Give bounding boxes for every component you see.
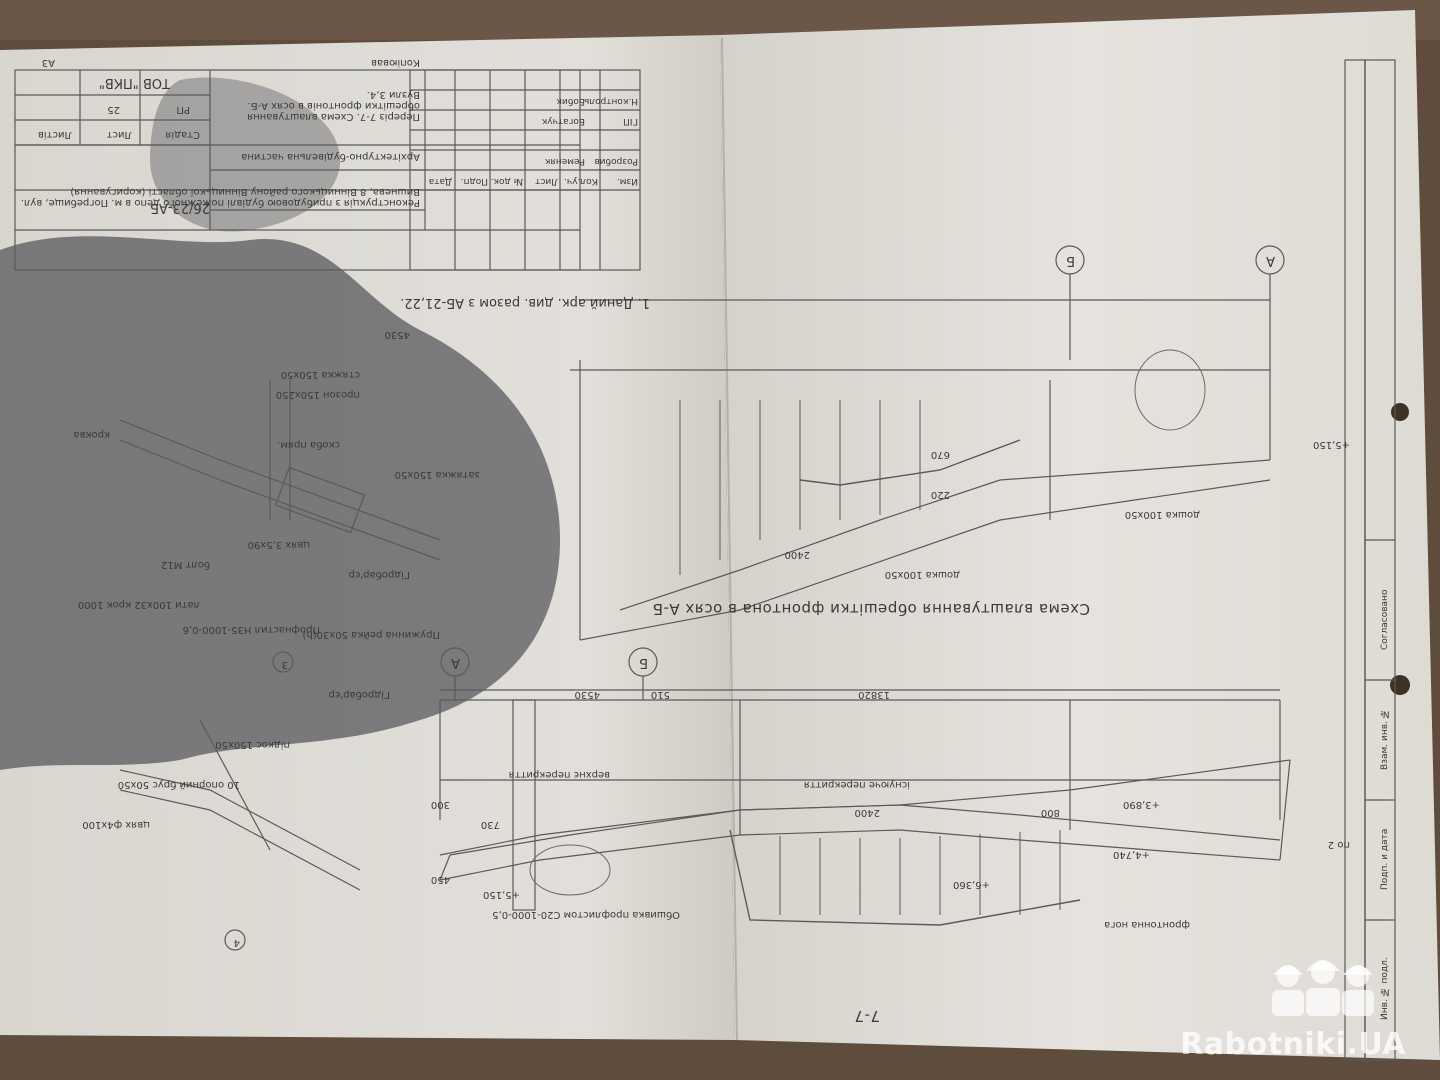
callout-obshyvka: Обшивка профлистом С20-1000-0,5 (492, 909, 680, 920)
staff-name: Ременяк (544, 156, 585, 166)
callout-profnastyl: Профнастил Н35-1000-0,6 (182, 624, 320, 635)
dim-label: 450 (430, 874, 450, 885)
callout-pidkos: підкос 150х50 (215, 739, 290, 750)
stage-header: Стадія (165, 129, 200, 140)
callout-styazhka: стяжка 150х50 (280, 369, 360, 380)
callout-isnuiuche: існуюче перекриття (803, 779, 910, 790)
dim-label: 2400 (784, 549, 810, 560)
dim-label: 4530 (574, 689, 600, 700)
callout-fronton: фронтонна нога (1104, 919, 1190, 930)
table-header: Изм. (616, 176, 638, 186)
table-header: № док. (490, 176, 523, 186)
table-header: Лист (535, 176, 558, 186)
table-header: Кол.уч. (563, 176, 598, 186)
dim-label: 730 (480, 819, 500, 830)
elevation: +4,740 (1112, 849, 1150, 860)
schema-title: Схема влаштування обрешітки фронтона в о… (652, 600, 1090, 618)
staff-name: Богатчук (541, 116, 585, 126)
hand-shadow (0, 236, 560, 770)
side-stamp: Инв. № подл. (1380, 957, 1390, 1020)
axis-label: Б (639, 655, 648, 670)
callout-doshka: дошка 100х50 (1124, 509, 1200, 520)
callout-laty: лати 100х32 крок 1000 (77, 599, 200, 610)
company-name: ТОВ "ПКВ" (98, 75, 170, 90)
sheet-title: Переріз 7-7. Схема влаштування обрешітки… (247, 89, 420, 122)
staff-role: Розробив (594, 156, 638, 166)
table-header: Подп. (460, 176, 488, 186)
dim-label: 800 (1040, 807, 1060, 818)
callout-bolt: болт М12 (160, 559, 210, 570)
section-label: 7-7 (854, 1007, 880, 1025)
stage-value: РП (176, 104, 190, 115)
callout-hidrobar: Гідробар'єр (348, 569, 410, 580)
dim-label: 2400 (854, 807, 880, 818)
format: А3 (41, 57, 55, 68)
workers-logo-icon (1272, 960, 1374, 1016)
watermark-text: Rabotniki.UA (1180, 1027, 1406, 1062)
drawing-note: 1. Даний арк. див. разом з АБ-21,22. (400, 295, 650, 310)
sheet-value: 25 (107, 104, 120, 115)
dim-label: 300 (430, 799, 450, 810)
callout-prozor: прозон 150х250 (275, 389, 360, 400)
dim-label: 13820 (858, 689, 890, 700)
dim-label: 4530 (384, 329, 410, 340)
callout-zatyazhka: затяжка 150х50 (394, 469, 480, 480)
node-label: 3 (281, 659, 288, 670)
callout-tsvyakh: цвях 3,5х90 (247, 539, 310, 550)
project-description: Реконструкція з прибудовою будівлі пожеж… (20, 186, 420, 208)
fold-line (721, 37, 738, 1041)
section-name: Архітектурно-будівельна частина (241, 151, 420, 162)
axis-label: А (1266, 253, 1275, 268)
kopiuvav: Копіював (371, 57, 420, 68)
node-label: 4 (233, 937, 240, 948)
axis-label: Б (1066, 253, 1075, 268)
side-stamp: Подп. и дата (1380, 828, 1390, 890)
elevation: +6,360 (952, 879, 990, 890)
callout-doshka: дошка 100х50 (884, 569, 960, 580)
dim-label: 510 (650, 689, 670, 700)
sheet-header: Лист (106, 129, 132, 140)
elevation: +5,150 (482, 889, 520, 900)
elevation: +3,890 (1122, 799, 1160, 810)
callout-skoba: скоба прям. (277, 439, 340, 450)
callout-po2: по 2 (1327, 839, 1350, 850)
side-stamp: Согласовано (1380, 589, 1390, 650)
callout-opornyi: 10 опорний брус 50х50 (117, 779, 240, 790)
callout-pruzhyna: Пружинна рейка 50х30(h) (302, 629, 440, 640)
staff-name: Бобик (556, 96, 585, 106)
axis-label: А (451, 655, 460, 670)
callout-pidkos-2: Гідробар'єр (328, 689, 390, 700)
side-stamp: Взам. инв. № (1380, 708, 1390, 770)
dim-label: 220 (930, 489, 950, 500)
staff-role: Н.контроль (584, 96, 638, 106)
table-header: Дата (428, 176, 452, 186)
dim-label: 670 (930, 449, 950, 460)
callout-kroqva: кроква (73, 429, 110, 440)
callout-tsvyakh2: цвях ф4х100 (82, 819, 150, 830)
callout-verhnie: верхнє перекриття (508, 769, 610, 780)
elevation: +5,150 (1312, 439, 1350, 450)
staff-role: ГІП (623, 116, 638, 126)
sheets-header: Листів (37, 129, 72, 140)
right-page (720, 10, 1440, 1060)
